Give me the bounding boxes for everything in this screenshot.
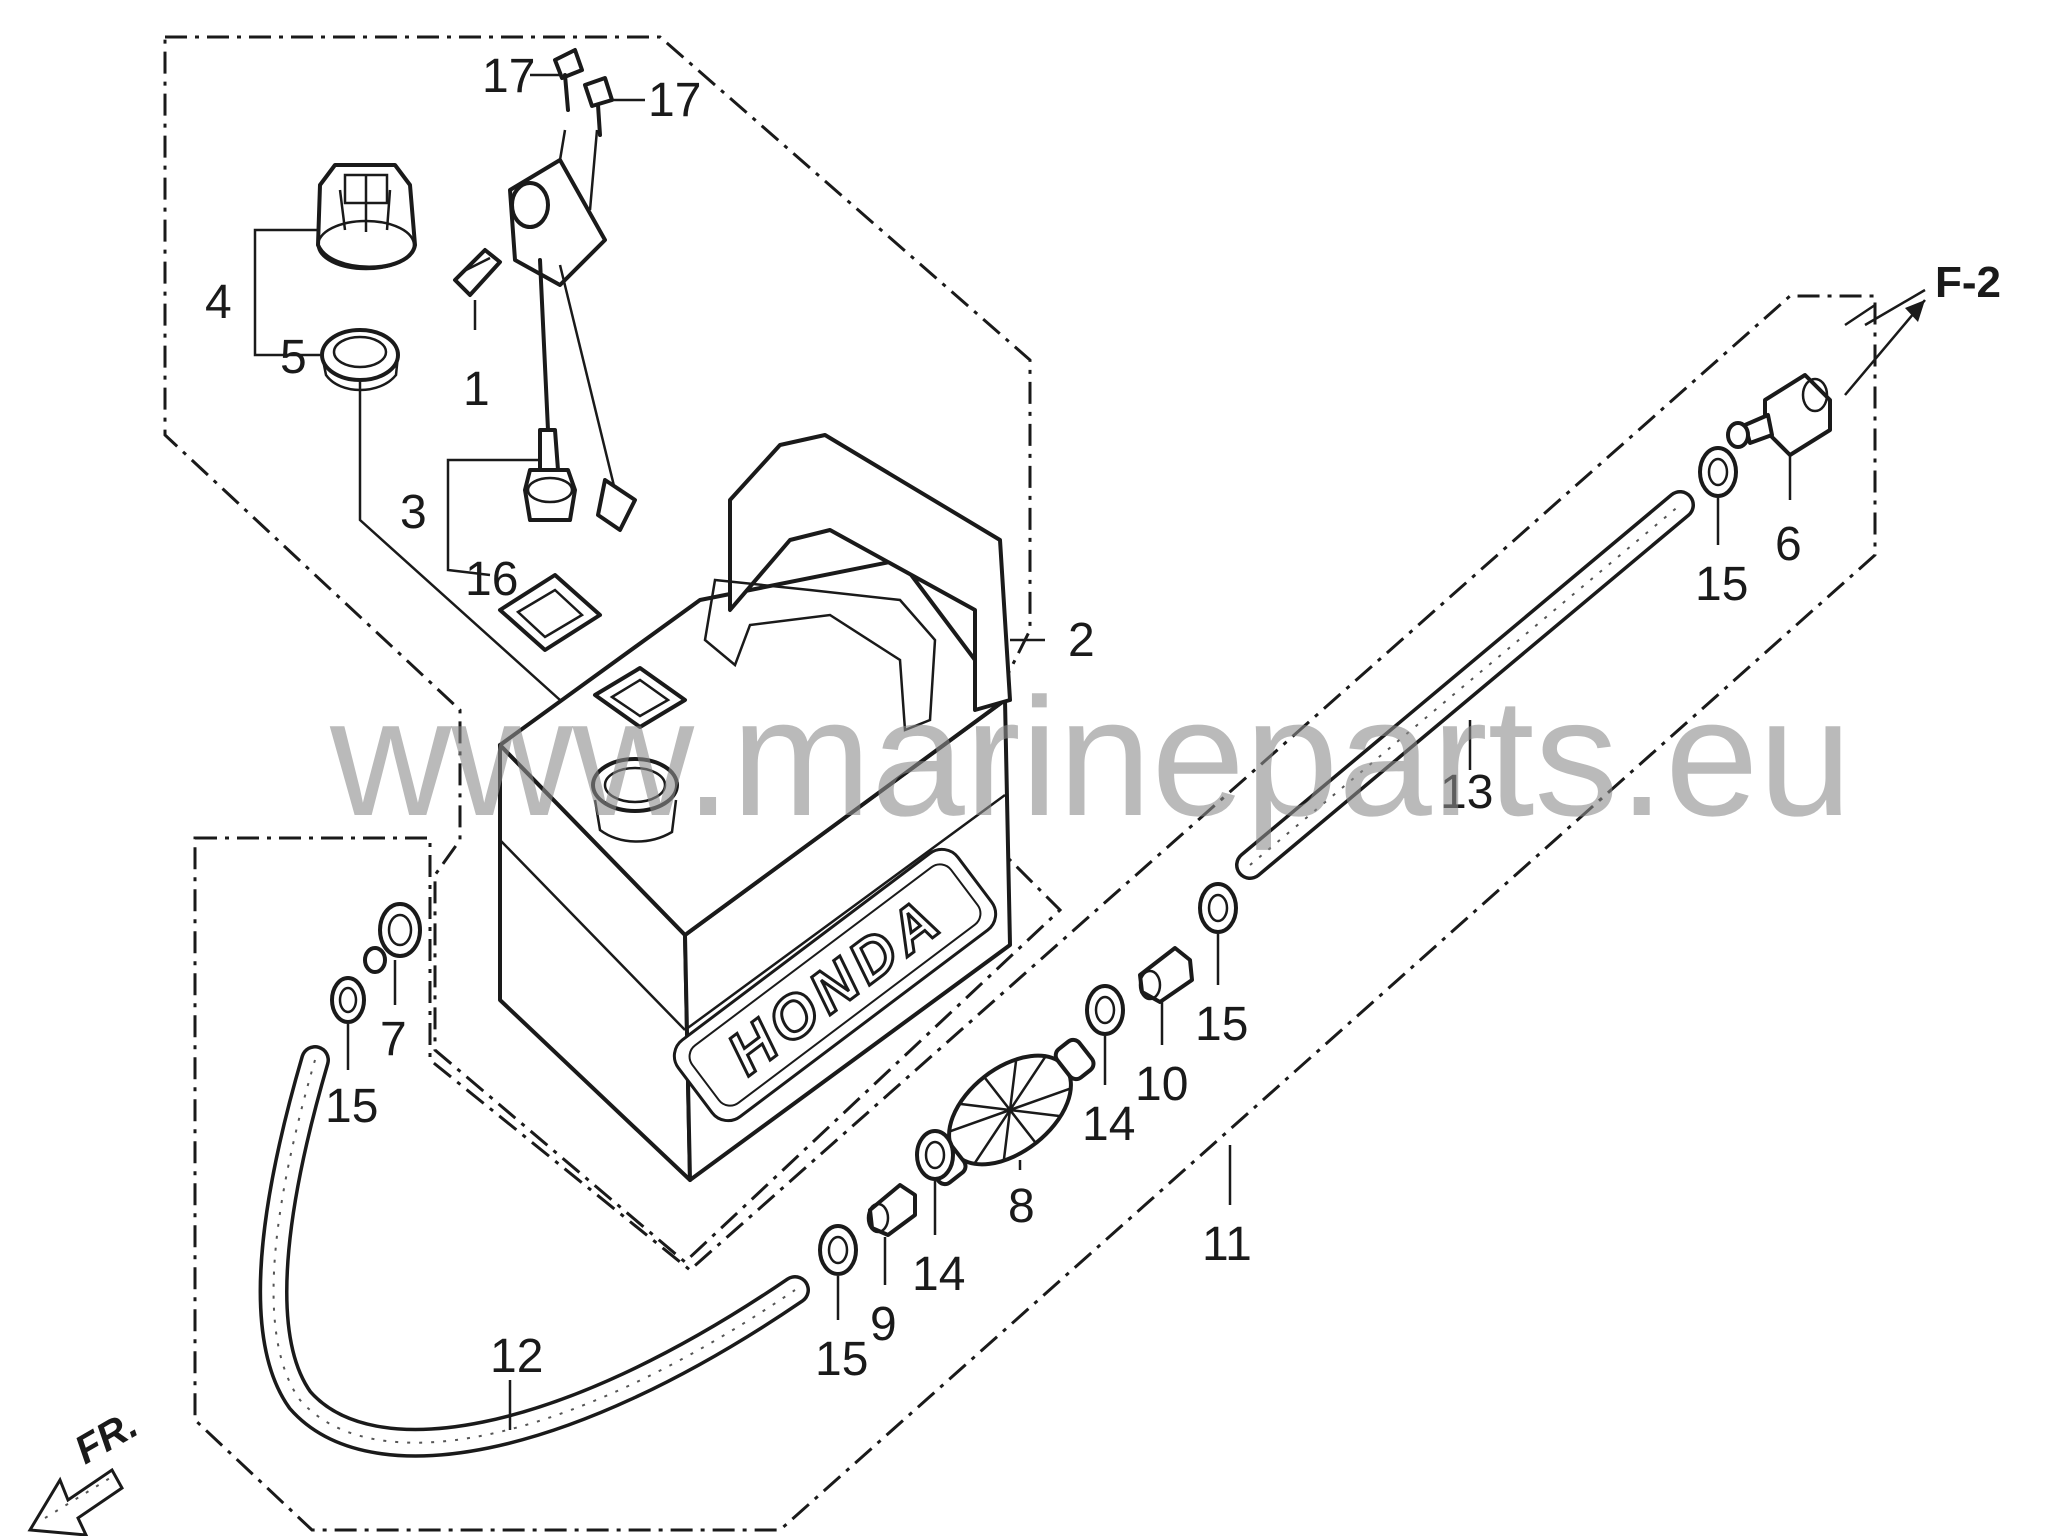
hose-joint-7 [363,902,422,974]
callout-11: 11 [1202,1218,1252,1271]
callout-9: 9 [870,1298,897,1351]
gauge-rod-and-float [538,258,637,532]
cap-seal-ring [320,328,400,392]
reference-arrow: F-2 [1844,258,2001,396]
hose-clamp-15-left [330,976,366,1024]
leader-lines [253,73,1926,1430]
callout-15-lower: 15 [815,1333,868,1386]
callout-5: 5 [280,331,307,384]
hose-group-boundary [193,294,1877,1532]
hose-clamp-15-upper-right [1698,446,1738,498]
hose-clamp-15-lower [818,1224,858,1276]
hose-clamp-15-middle [1198,882,1238,934]
callout-13: 13 [1440,766,1493,819]
gauge-unit-part-3 [523,428,577,522]
vent-valve-part-1 [453,248,502,297]
callout-15-upper-right: 15 [1695,558,1748,611]
callout-12: 12 [490,1330,543,1383]
callout-15-middle: 15 [1195,998,1248,1051]
callout-1: 1 [463,363,490,416]
hose-clamp-14-upper [1085,984,1125,1036]
callout-16: 16 [465,553,518,606]
callout-3: 3 [400,486,427,539]
callout-labels: 4 5 1 17 17 3 16 2 6 15 13 15 10 14 8 11… [205,50,1802,1386]
check-valve-10 [1138,946,1194,1004]
fuel-tank: HONDA [498,433,1012,1182]
front-direction-label: FR. [68,1402,146,1472]
callout-6: 6 [1775,518,1802,571]
gauge-gasket-part-16 [498,573,602,652]
screw-17-right [583,76,614,137]
callout-10: 10 [1135,1058,1188,1111]
callout-8: 8 [1008,1180,1035,1233]
fuel-connector [1726,373,1832,457]
callout-2: 2 [1068,614,1095,667]
fuel-cap [316,163,417,271]
watermark: www.marineparts.eu [329,663,1852,851]
reference-label: F-2 [1935,258,2001,307]
callout-17-right: 17 [648,74,701,127]
fuel-hose-13 [1235,490,1695,880]
callout-17-left: 17 [482,50,535,103]
check-valve-9 [866,1183,917,1237]
callout-14-lower: 14 [912,1248,965,1301]
hose-clamp-14-lower [915,1129,955,1181]
callout-14-upper: 14 [1082,1098,1135,1151]
fuel-hose-12 [258,1045,810,1458]
gauge-bracket [508,129,607,287]
callout-7: 7 [380,1013,407,1066]
screw-17-left [553,48,584,112]
front-direction-marker: FR. [27,1402,146,1536]
callout-15-left: 15 [325,1080,378,1133]
callout-4: 4 [205,276,232,329]
tank-group-boundary [163,35,1063,1265]
